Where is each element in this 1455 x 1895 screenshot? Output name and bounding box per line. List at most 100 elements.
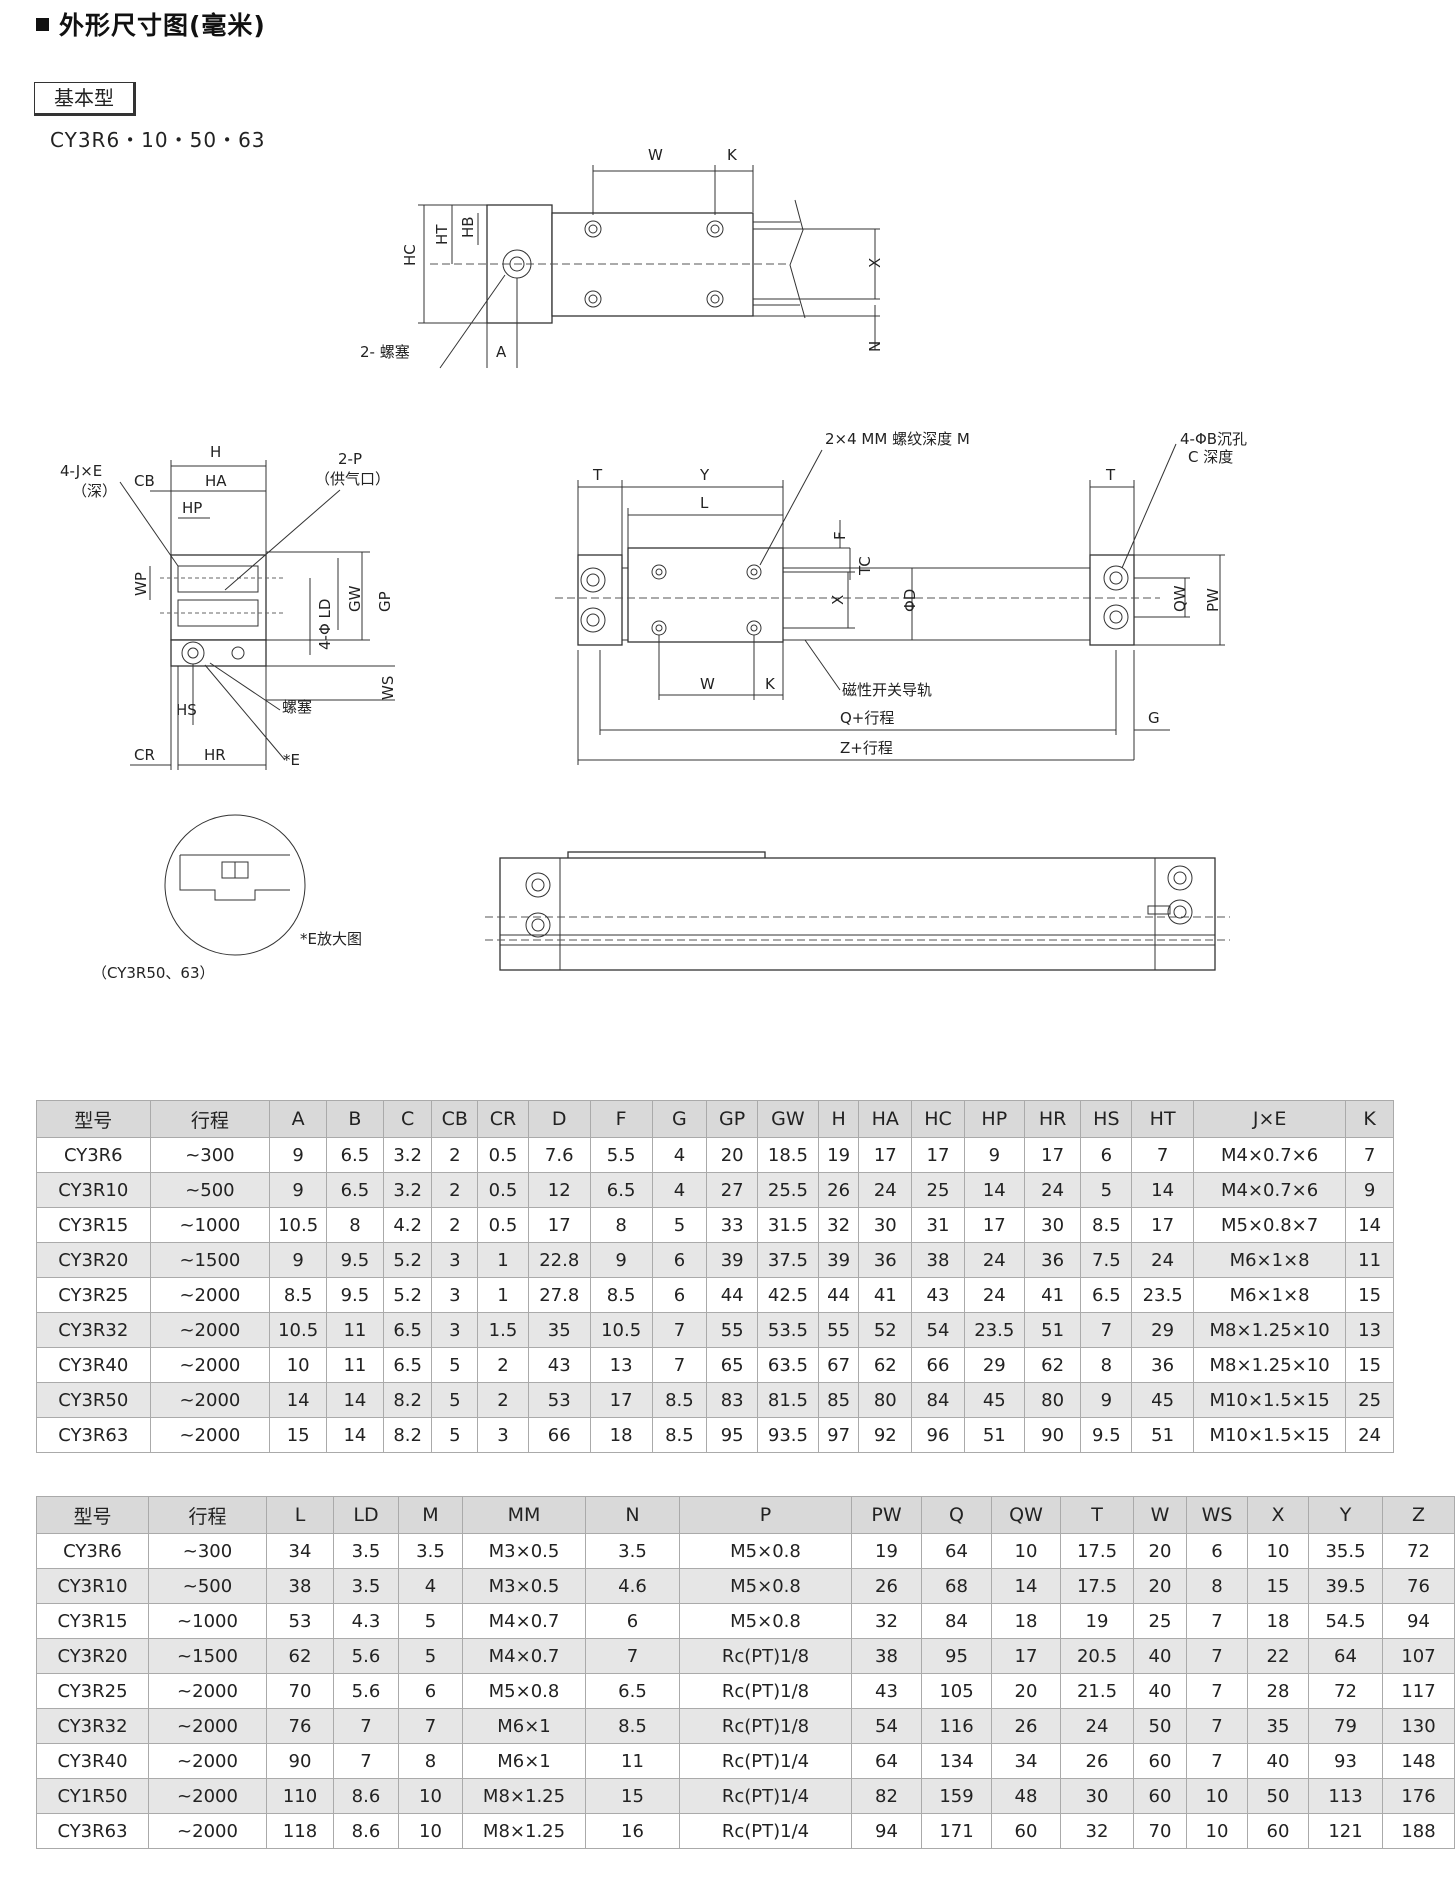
table-cell: ~2000 <box>148 1708 267 1744</box>
column-header: P <box>679 1496 852 1534</box>
table-cell: 13 <box>589 1347 653 1383</box>
model-cell: CY3R63 <box>36 1417 151 1453</box>
column-header: Q <box>921 1496 992 1534</box>
table-cell: 90 <box>1023 1417 1082 1453</box>
table-cell: 8.5 <box>269 1277 328 1313</box>
dim-HR: HR <box>204 746 226 764</box>
table-cell: 16 <box>585 1813 680 1849</box>
table-cell: 8 <box>589 1207 653 1243</box>
table-cell: Rc(PT)1/8 <box>679 1638 852 1674</box>
table-cell: 13 <box>1345 1312 1394 1348</box>
table-cell: 17 <box>527 1207 591 1243</box>
table-cell: 93 <box>1308 1743 1383 1779</box>
column-header: MM <box>462 1496 586 1534</box>
table-cell: 6 <box>585 1603 680 1639</box>
table-cell: 8 <box>326 1207 384 1243</box>
table-cell: 7 <box>1186 1603 1248 1639</box>
table-cell: 17.5 <box>1060 1568 1134 1604</box>
table-cell: 10 <box>991 1533 1061 1569</box>
table-cell: 36 <box>858 1242 913 1278</box>
table-cell: 20 <box>1133 1533 1187 1569</box>
table-cell: 121 <box>1308 1813 1383 1849</box>
table-cell: 3.5 <box>333 1568 399 1604</box>
table-cell: 22 <box>1247 1638 1309 1674</box>
table-cell: 30 <box>858 1207 913 1243</box>
table-cell: 44 <box>817 1277 860 1313</box>
table-cell: 31.5 <box>757 1207 819 1243</box>
table-cell: 34 <box>991 1743 1061 1779</box>
table-cell: 15 <box>1247 1568 1309 1604</box>
detail-label: *E放大图 <box>300 930 362 948</box>
dim-X-front: X <box>829 595 847 605</box>
table-cell: 95 <box>921 1638 992 1674</box>
table-cell: 68 <box>921 1568 992 1604</box>
table-cell: 8.5 <box>651 1382 708 1418</box>
table-cell: 6.5 <box>585 1673 680 1709</box>
table-cell: M5×0.8 <box>679 1568 852 1604</box>
dim-GP: GP <box>376 591 394 612</box>
table-cell: 107 <box>1382 1638 1455 1674</box>
table-cell: 7 <box>1186 1673 1248 1709</box>
table-cell: 2 <box>431 1172 479 1208</box>
table-cell: 3 <box>477 1417 529 1453</box>
table-cell: 117 <box>1382 1673 1455 1709</box>
table-cell: M10×1.5×15 <box>1193 1382 1347 1418</box>
table-cell: 94 <box>1382 1603 1455 1639</box>
table-cell: 85 <box>817 1382 860 1418</box>
table-cell: 24 <box>1131 1242 1195 1278</box>
model-cell: CY3R20 <box>36 1242 151 1278</box>
table-cell: ~1000 <box>149 1207 271 1243</box>
table-cell: 66 <box>911 1347 965 1383</box>
table-cell: 39.5 <box>1308 1568 1383 1604</box>
table-cell: 17 <box>911 1137 965 1173</box>
table-cell: 11 <box>585 1743 680 1779</box>
table-cell: 79 <box>1308 1708 1383 1744</box>
table-cell: 5.5 <box>589 1137 653 1173</box>
table-cell: M6×1 <box>462 1708 586 1744</box>
column-header: CB <box>431 1100 479 1138</box>
dim-PW: PW <box>1204 588 1222 612</box>
table-cell: 24 <box>1345 1417 1394 1453</box>
column-header: X <box>1247 1496 1309 1534</box>
table-cell: 45 <box>1131 1382 1195 1418</box>
table-cell: 10.5 <box>269 1207 328 1243</box>
table-cell: 20.5 <box>1060 1638 1134 1674</box>
table-cell: 6.5 <box>1080 1277 1133 1313</box>
table-cell: 14 <box>1345 1207 1394 1243</box>
table-cell: 29 <box>1131 1312 1195 1348</box>
table-cell: 24 <box>1023 1172 1082 1208</box>
table-cell: M5×0.8×7 <box>1193 1207 1347 1243</box>
table-cell: 62 <box>266 1638 334 1674</box>
table-cell: 4.3 <box>333 1603 399 1639</box>
table-cell: 188 <box>1382 1813 1455 1849</box>
table-cell: 105 <box>921 1673 992 1709</box>
table-cell: 5 <box>1080 1172 1133 1208</box>
table-cell: 5.6 <box>333 1673 399 1709</box>
table-cell: 10 <box>1247 1533 1309 1569</box>
table-cell: ~2000 <box>148 1778 267 1814</box>
dim-N: N <box>866 341 884 352</box>
table-cell: 6 <box>1080 1137 1133 1173</box>
table-cell: M5×0.8 <box>679 1533 852 1569</box>
table-cell: 38 <box>851 1638 922 1674</box>
table-cell: ~500 <box>148 1568 267 1604</box>
table-cell: 26 <box>991 1708 1061 1744</box>
dim-K-top: K <box>727 146 738 164</box>
table-cell: 45 <box>963 1382 1025 1418</box>
dim-counterbore-depth: C 深度 <box>1188 448 1233 466</box>
table-cell: 5 <box>431 1382 479 1418</box>
table-cell: 148 <box>1382 1743 1455 1779</box>
dim-Y: Y <box>699 466 710 484</box>
table-cell: 15 <box>1345 1347 1394 1383</box>
side-plug-label: 螺塞 <box>282 698 312 716</box>
table-cell: 4 <box>398 1568 463 1604</box>
column-header: PW <box>851 1496 922 1534</box>
table-cell: 10 <box>398 1813 463 1849</box>
column-header: G <box>651 1100 708 1138</box>
table-cell: 20 <box>1133 1568 1187 1604</box>
table-cell: 12 <box>527 1172 591 1208</box>
column-header: Y <box>1308 1496 1383 1534</box>
